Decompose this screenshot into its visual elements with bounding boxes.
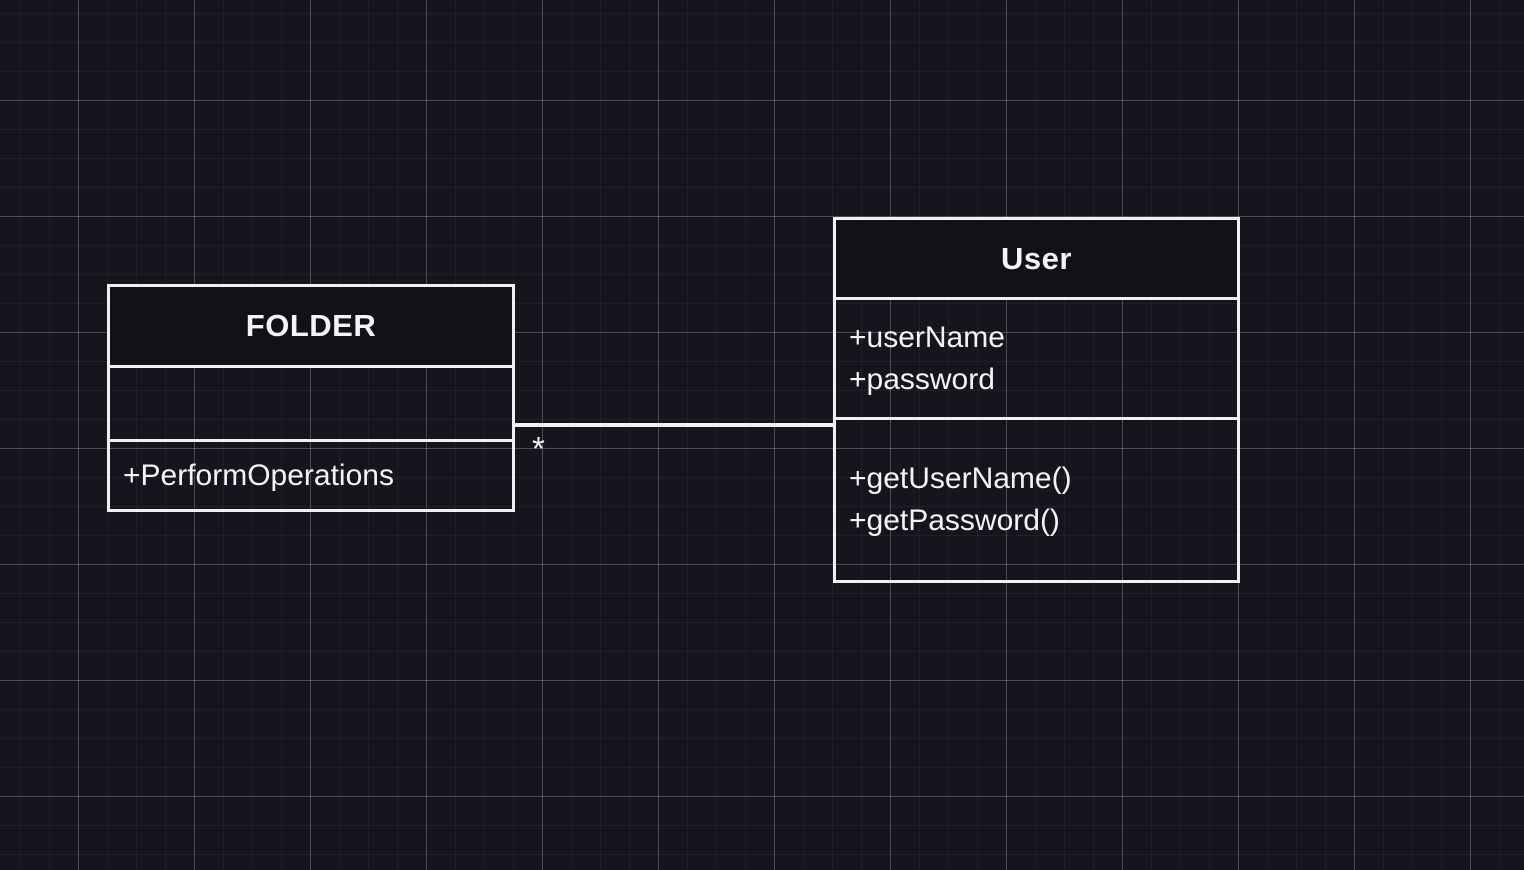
class-user-attributes-section: +userName +password xyxy=(836,300,1237,420)
class-folder-attributes-section xyxy=(110,368,512,442)
uml-class-folder[interactable]: FOLDER +PerformOperations xyxy=(107,284,515,512)
association-line[interactable] xyxy=(515,423,833,427)
class-folder-methods-section: +PerformOperations xyxy=(110,442,512,509)
uml-class-user[interactable]: User +userName +password +getUserName() … xyxy=(833,217,1240,583)
class-user-attribute: +password xyxy=(849,362,995,396)
class-folder-title: FOLDER xyxy=(110,287,512,368)
class-user-attribute: +userName xyxy=(849,320,1005,354)
class-user-method: +getUserName() xyxy=(849,462,1072,495)
class-user-methods-section: +getUserName() +getPassword() xyxy=(836,420,1237,580)
class-folder-method: +PerformOperations xyxy=(123,458,394,492)
class-user-title: User xyxy=(836,220,1237,300)
association-multiplicity-label: * xyxy=(532,430,545,467)
class-user-method: +getPassword() xyxy=(849,504,1060,537)
